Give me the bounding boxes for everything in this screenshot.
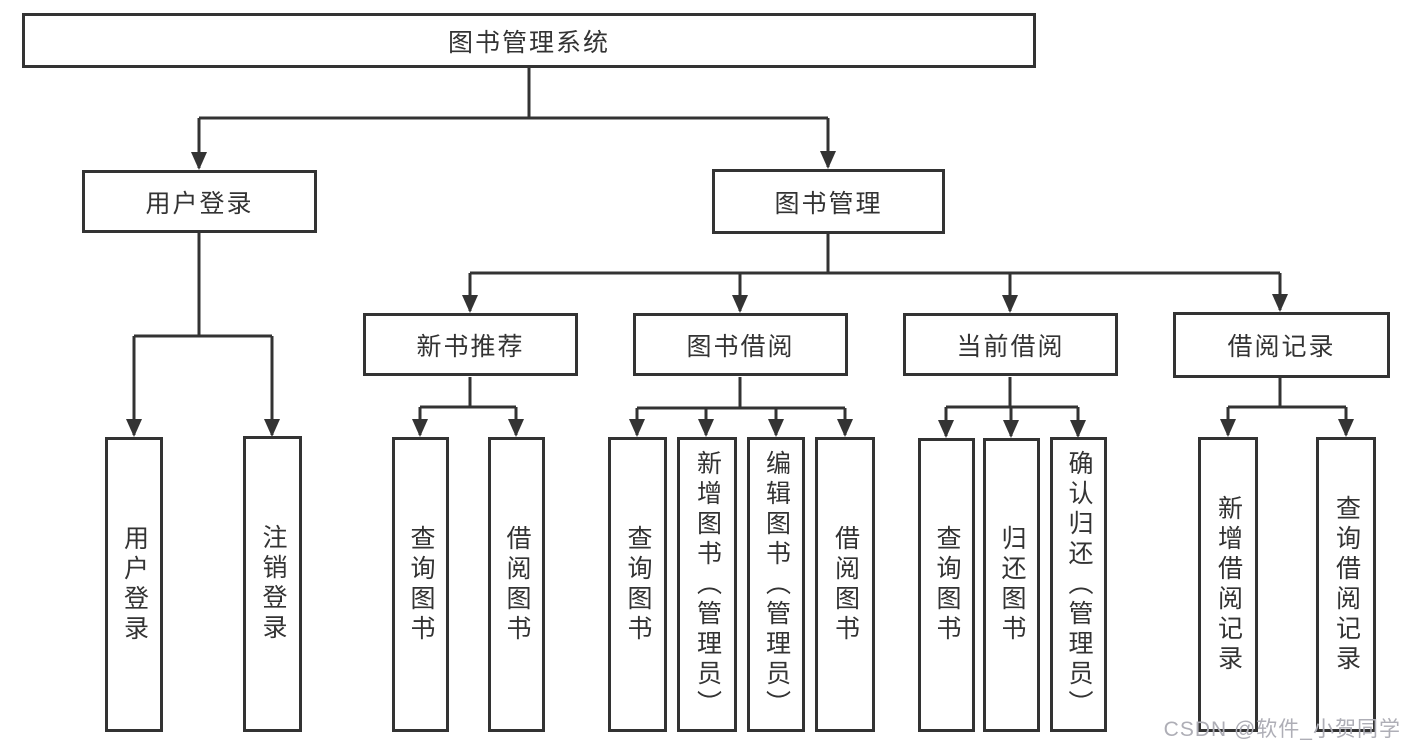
- node-root: 图书管理系统: [22, 13, 1036, 68]
- leaf-cb-confirm-return-admin: 确认归还（管理员）: [1050, 437, 1107, 732]
- node-book-management-label: 图书管理: [774, 189, 883, 218]
- node-borrow-records-label: 借阅记录: [1227, 333, 1336, 361]
- node-new-book-recommend: 新书推荐: [363, 313, 578, 376]
- leaf-nb-borrow-books-label: 借阅图书: [503, 524, 531, 645]
- node-user-login-label: 用户登录: [145, 189, 254, 218]
- leaf-bb-edit-books-admin-label: 编辑图书（管理员）: [762, 449, 791, 720]
- leaf-user-login: 用户登录: [105, 437, 163, 732]
- leaf-bb-borrow-books: 借阅图书: [815, 437, 875, 732]
- leaf-user-login-label: 用户登录: [120, 524, 149, 645]
- node-current-borrow-label: 当前借阅: [956, 332, 1065, 361]
- leaf-bb-query-books-label: 查询图书: [624, 524, 652, 645]
- leaf-bb-borrow-books-label: 借阅图书: [831, 524, 860, 645]
- leaf-logout-label: 注销登录: [259, 524, 287, 644]
- leaf-br-query-record: 查询借阅记录: [1316, 437, 1376, 732]
- node-new-book-recommend-label: 新书推荐: [416, 332, 525, 361]
- leaf-nb-query-books-label: 查询图书: [407, 524, 435, 645]
- leaf-logout: 注销登录: [243, 436, 302, 732]
- leaf-bb-add-books-admin-label: 新增图书（管理员）: [693, 449, 722, 720]
- leaf-cb-return-books-label: 归还图书: [998, 525, 1026, 645]
- leaf-cb-query-books: 查询图书: [918, 438, 975, 732]
- node-root-label: 图书管理系统: [447, 28, 610, 57]
- leaf-cb-query-books-label: 查询图书: [933, 525, 961, 645]
- node-current-borrow: 当前借阅: [903, 313, 1118, 376]
- leaf-bb-query-books: 查询图书: [608, 437, 667, 732]
- leaf-bb-edit-books-admin: 编辑图书（管理员）: [747, 437, 805, 732]
- leaf-cb-return-books: 归还图书: [983, 438, 1040, 732]
- node-user-login: 用户登录: [82, 170, 317, 233]
- leaf-br-query-record-label: 查询借阅记录: [1332, 494, 1361, 675]
- node-book-borrow-label: 图书借阅: [686, 332, 795, 361]
- node-book-borrow: 图书借阅: [633, 313, 848, 376]
- leaf-br-add-record-label: 新增借阅记录: [1214, 494, 1243, 675]
- csdn-watermark: CSDN @软件_小贺同学: [1163, 718, 1401, 741]
- node-book-management: 图书管理: [712, 169, 945, 234]
- leaf-br-add-record: 新增借阅记录: [1198, 437, 1258, 732]
- leaf-cb-confirm-return-admin-label: 确认归还（管理员）: [1065, 449, 1093, 720]
- leaf-bb-add-books-admin: 新增图书（管理员）: [677, 437, 737, 732]
- node-borrow-records: 借阅记录: [1173, 312, 1390, 378]
- leaf-nb-query-books: 查询图书: [392, 437, 449, 732]
- leaf-nb-borrow-books: 借阅图书: [488, 437, 545, 732]
